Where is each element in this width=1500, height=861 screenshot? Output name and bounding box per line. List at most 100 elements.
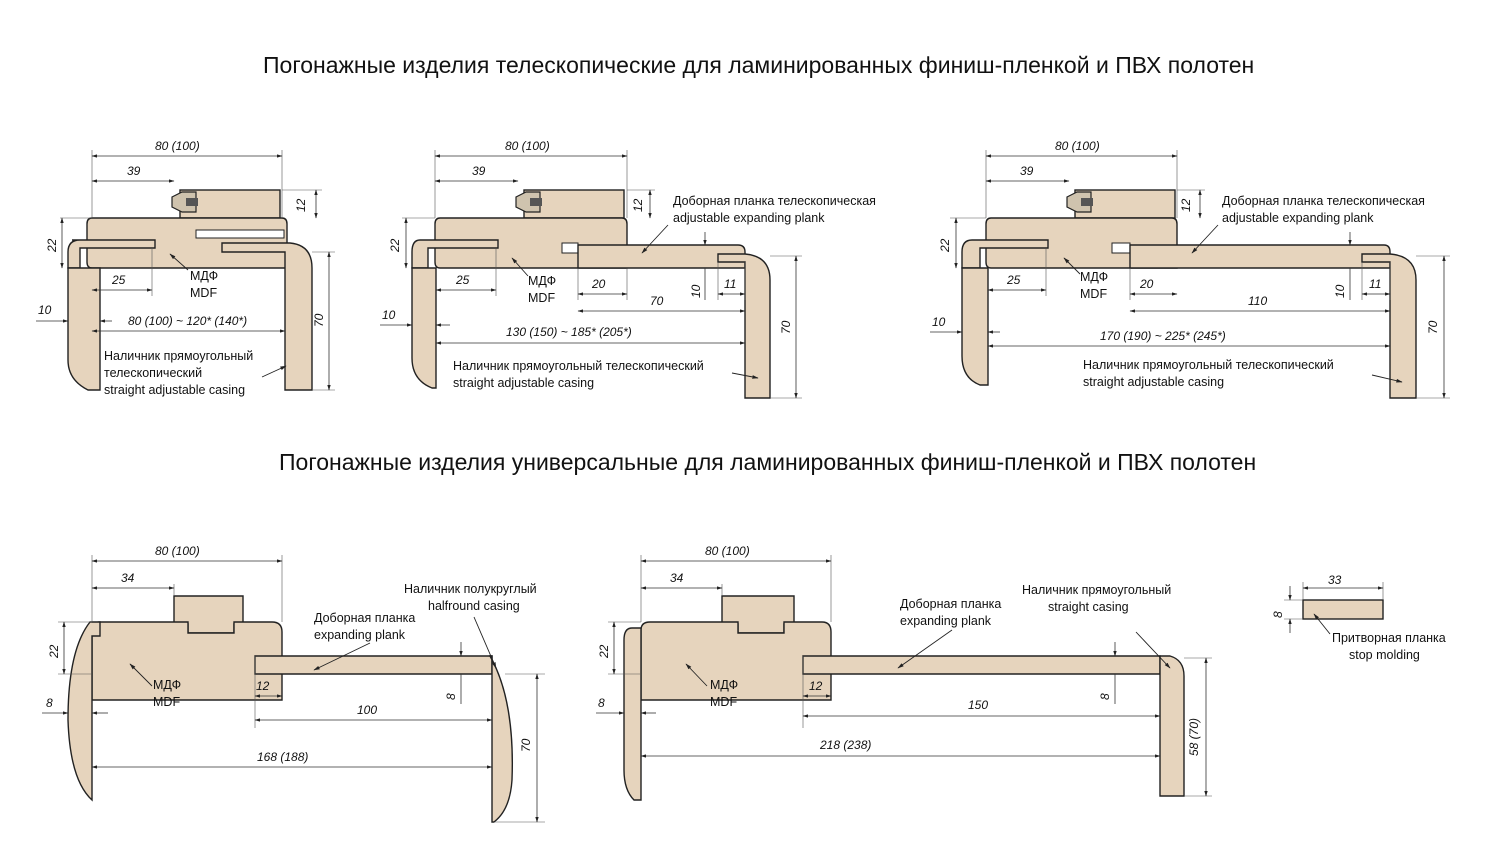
d5-dim-w12: 12 [809,679,823,693]
d1-label-mdf-ru: МДФ [190,269,218,283]
d3-box-groove [1111,242,1131,254]
d1-casing-line2: телескопический [104,366,202,380]
d3-dim-w25: 25 [1006,273,1021,287]
d6-dim-w33: 33 [1328,573,1342,587]
d2-dim-w20: 20 [591,277,606,291]
d2-seal-core [530,198,542,206]
diagram-5: 80 (100) 34 22 8 12 8 150 218 (238) 58 (… [596,544,1212,801]
d4-dim-h22: 22 [47,644,61,659]
d5-left-casing [623,627,642,801]
d4-dim-w12: 12 [256,679,270,693]
diagram-1: 80 (100) 39 12 22 25 10 80 (100) ~ 120* … [36,139,335,397]
d2-left-tongue [411,239,499,269]
d2-label-mdf-en: MDF [528,291,555,305]
d2-box-groove [561,242,579,254]
d2-dim-w25: 25 [455,273,470,287]
d2-label-mdf-ru: МДФ [528,274,556,288]
d1-dim-t10: 10 [38,303,52,317]
d1-box-groove [195,229,285,239]
d3-left-casing [961,267,989,386]
d3-label-mdf-ru: МДФ [1080,270,1108,284]
d3-dim-w80: 80 (100) [1055,139,1100,153]
d4-label-mdf-en: MDF [153,695,180,709]
title-telescopic: Погонажные изделия телескопические для л… [263,52,1255,78]
d5-dim-w150: 150 [968,698,988,712]
d4-plank-en: expanding plank [314,628,406,642]
d1-dim-w25: 25 [111,273,126,287]
d2-dim-span: 130 (150) ~ 185* (205*) [506,325,632,339]
d5-plank-en: expanding plank [900,614,992,628]
d3-casing-ru: Наличник прямоугольный телескопический [1083,358,1334,372]
d5-dim-w34: 34 [670,571,684,585]
d5-dim-w80: 80 (100) [705,544,750,558]
d3-seal-core [1081,198,1093,206]
d5-box-profile [640,621,832,701]
d3-dim-w110: 110 [1248,294,1267,308]
d3-dim-h10: 10 [1333,284,1347,298]
d5-dim-span: 218 (238) [819,738,871,752]
d6-stop-molding [1302,599,1384,620]
d6-label-en: stop molding [1349,648,1420,662]
d5-casing-ru: Наличник прямоугольный [1022,583,1171,597]
d2-right-casing [717,253,771,399]
d4-plank-ru: Доборная планка [314,611,415,625]
d4-dim-h70: 70 [519,738,533,752]
d5-dim-h22: 22 [597,644,611,659]
d3-seal-icon [1066,191,1092,213]
d5-casing-en: straight casing [1048,600,1129,614]
diagram-6: 33 8 Притворная планка stop molding [1271,573,1446,662]
d2-dim-w80: 80 (100) [505,139,550,153]
d2-plank-ru: Доборная планка телескопическая [673,194,876,208]
d3-casing-en: straight adjustable casing [1083,375,1224,389]
d1-casing-line3: straight adjustable casing [104,383,245,397]
diagram-4: 80 (100) 34 22 8 12 8 100 168 (188) 70 М… [42,544,545,823]
d3-label-mdf-en: MDF [1080,287,1107,301]
d2-casing-ru: Наличник прямоугольный телескопический [453,359,704,373]
d4-plank [254,655,493,675]
d1-label-mdf-en: MDF [190,286,217,300]
d3-dim-h22: 22 [938,238,952,253]
d3-dim-t10: 10 [932,315,946,329]
d4-dim-t8: 8 [46,696,53,710]
title-universal: Погонажные изделия универсальные для лам… [279,449,1257,475]
d4-halfround-en: halfround casing [428,599,520,613]
d3-left-tongue [961,239,1049,269]
d4-dim-w80: 80 (100) [155,544,200,558]
d2-dim-h10: 10 [689,284,703,298]
d3-dim-h70: 70 [1426,320,1440,334]
d4-halfround-casing [488,655,514,823]
d2-casing-en: straight adjustable casing [453,376,594,390]
d2-dim-h70: 70 [779,320,793,334]
d3-plank [1129,244,1391,269]
d5-label-mdf-ru: МДФ [710,678,738,692]
d3-box-profile [985,217,1178,269]
d2-dim-w70: 70 [650,294,664,308]
d1-dim-w80: 80 (100) [155,139,200,153]
d5-dim-h8: 8 [1098,693,1112,700]
d5-straight-casing [1159,655,1185,797]
d1-seal-core [186,198,198,206]
d3-right-casing [1361,253,1417,399]
d1-seal-icon [171,191,197,213]
d3-dim-w11: 11 [1369,277,1381,291]
diagram-2: 80 (100) 39 12 22 25 20 70 10 11 10 130 … [380,139,876,399]
d4-left-casing [67,621,101,802]
d2-plank-en: adjustable expanding plank [673,211,825,225]
d3-plank-ru: Доборная планка телескопическая [1222,194,1425,208]
d2-dim-w11: 11 [724,277,736,291]
d1-dim-h70: 70 [312,313,326,327]
d3-dim-w20: 20 [1139,277,1154,291]
d2-dim-h12: 12 [631,198,645,212]
d4-halfround-ru: Наличник полукруглый [404,582,537,596]
d5-plank-ru: Доборная планка [900,597,1001,611]
d3-plank-en: adjustable expanding plank [1222,211,1374,225]
d2-dim-w39: 39 [472,164,486,178]
d6-label-ru: Притворная планка [1332,631,1446,645]
diagram-3: 80 (100) 39 12 22 25 20 110 10 11 10 170… [930,139,1450,399]
d4-dim-w34: 34 [121,571,135,585]
d1-right-casing [221,242,313,391]
d5-dim-t8: 8 [598,696,605,710]
d1-casing-line1: Наличник прямоугольный [104,349,253,363]
d2-dim-t10: 10 [382,308,396,322]
